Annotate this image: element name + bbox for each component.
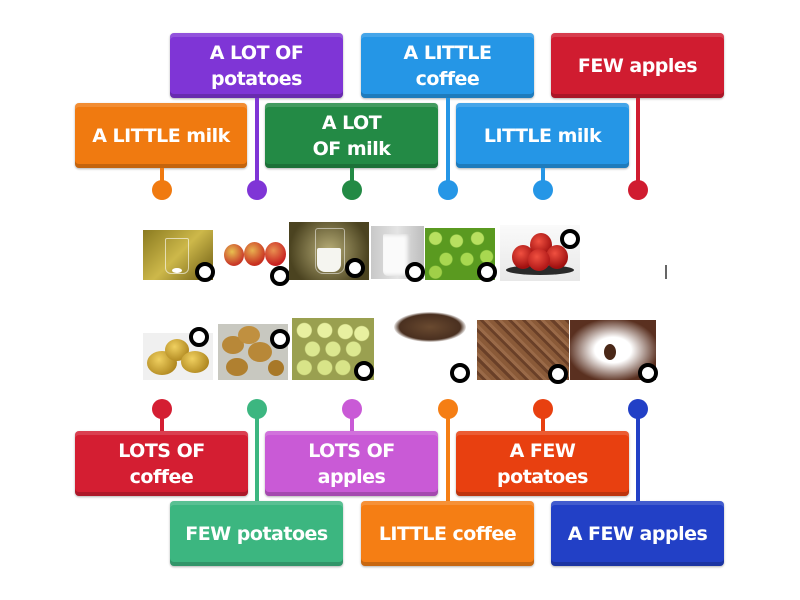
connector bbox=[636, 417, 640, 502]
image-many-potatoes bbox=[292, 318, 374, 380]
drop-pin[interactable] bbox=[342, 399, 362, 419]
drop-pin[interactable] bbox=[247, 399, 267, 419]
image-drop-target[interactable] bbox=[405, 262, 425, 282]
drop-pin[interactable] bbox=[628, 399, 648, 419]
label-lots-of-apples[interactable]: LOTS OF apples bbox=[265, 431, 438, 496]
drop-pin[interactable] bbox=[247, 180, 267, 200]
image-drop-target[interactable] bbox=[189, 327, 209, 347]
label-a-little-milk[interactable]: A LITTLE milk bbox=[75, 103, 247, 168]
label-a-lot-of-potatoes[interactable]: A LOT OF potatoes bbox=[170, 33, 343, 98]
label-a-few-apples[interactable]: A FEW apples bbox=[551, 501, 724, 566]
connector bbox=[350, 417, 354, 432]
image-drop-target[interactable] bbox=[270, 329, 290, 349]
connector bbox=[255, 98, 259, 182]
image-drop-target[interactable] bbox=[638, 363, 658, 383]
connector bbox=[255, 417, 259, 502]
drop-pin[interactable] bbox=[152, 399, 172, 419]
image-drop-target[interactable] bbox=[450, 363, 470, 383]
image-drop-target[interactable] bbox=[477, 262, 497, 282]
image-many-green-apples bbox=[425, 228, 495, 280]
drop-pin[interactable] bbox=[628, 180, 648, 200]
drop-pin[interactable] bbox=[533, 399, 553, 419]
drop-pin[interactable] bbox=[438, 399, 458, 419]
image-drop-target[interactable] bbox=[354, 361, 374, 381]
connector bbox=[636, 98, 640, 182]
label-a-little-coffee[interactable]: A LITTLE coffee bbox=[361, 33, 534, 98]
label-a-few-potatoes[interactable]: A FEW potatoes bbox=[456, 431, 629, 496]
image-glass-full-milk bbox=[371, 226, 424, 279]
connector bbox=[446, 417, 450, 502]
label-few-apples[interactable]: FEW apples bbox=[551, 33, 724, 98]
drop-pin[interactable] bbox=[152, 180, 172, 200]
label-little-milk[interactable]: LITTLE milk bbox=[456, 103, 629, 168]
connector bbox=[541, 168, 545, 182]
label-lots-of-coffee[interactable]: LOTS OF coffee bbox=[75, 431, 248, 496]
connector bbox=[350, 168, 354, 182]
image-drop-target[interactable] bbox=[195, 262, 215, 282]
image-drop-target[interactable] bbox=[560, 229, 580, 249]
image-drop-target[interactable] bbox=[270, 266, 290, 286]
connector bbox=[446, 98, 450, 182]
text-cursor bbox=[665, 265, 667, 279]
drop-pin[interactable] bbox=[438, 180, 458, 200]
image-drop-target[interactable] bbox=[548, 364, 568, 384]
label-little-coffee[interactable]: LITTLE coffee bbox=[361, 501, 534, 566]
drop-pin[interactable] bbox=[533, 180, 553, 200]
label-a-lot-of-milk[interactable]: A LOT OF milk bbox=[265, 103, 438, 168]
image-drop-target[interactable] bbox=[345, 258, 365, 278]
connector bbox=[160, 417, 164, 432]
connector bbox=[160, 168, 164, 182]
label-few-potatoes[interactable]: FEW potatoes bbox=[170, 501, 343, 566]
image-little-coffee-beans bbox=[392, 310, 468, 344]
connector bbox=[541, 417, 545, 432]
drop-pin[interactable] bbox=[342, 180, 362, 200]
image-plate-of-apples bbox=[500, 225, 580, 281]
